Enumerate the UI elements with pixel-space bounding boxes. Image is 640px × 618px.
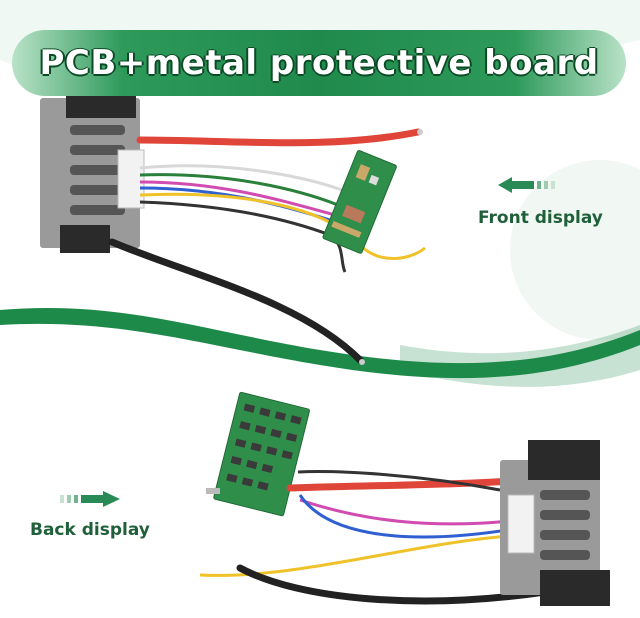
back-purple-wire (299, 498, 521, 526)
wave-dots (400, 325, 640, 387)
red-wire-tip (417, 129, 423, 135)
wave-divider (0, 308, 640, 379)
front-assembly (40, 92, 426, 365)
red-wire (136, 128, 422, 147)
back-terminal-pins (540, 490, 590, 560)
purple-wire (139, 180, 336, 217)
back-display-label: Back display (30, 520, 150, 540)
back-red-wire (286, 476, 529, 492)
back-black-wire (236, 564, 549, 605)
back-thin-wire (297, 470, 501, 492)
arrow-left-icon (498, 177, 555, 193)
title-banner: PCB+metal protective board (12, 30, 626, 96)
thin-black-wire (139, 200, 347, 273)
back-connector-bottom (540, 570, 610, 606)
back-pcb (213, 391, 310, 517)
black-wire (108, 238, 364, 364)
front-display-label: Front display (478, 208, 603, 228)
white-header (117, 149, 145, 209)
front-pcb (322, 150, 397, 254)
green-wire (139, 173, 339, 207)
black-wire-tip (359, 359, 365, 365)
back-blue-wire (298, 494, 521, 539)
back-connector-top (528, 440, 600, 480)
connector-bottom (60, 225, 110, 253)
background-circle (510, 160, 640, 340)
back-white-header (507, 494, 535, 554)
banner-title: PCB+metal protective board (39, 43, 599, 83)
back-yellow-wire (199, 533, 526, 577)
arrow-right-icon (60, 491, 120, 507)
wire-terminal (206, 488, 220, 494)
back-assembly (199, 391, 610, 606)
terminal-pins (70, 125, 125, 215)
white-wire (139, 164, 343, 192)
connector-top (66, 92, 136, 118)
